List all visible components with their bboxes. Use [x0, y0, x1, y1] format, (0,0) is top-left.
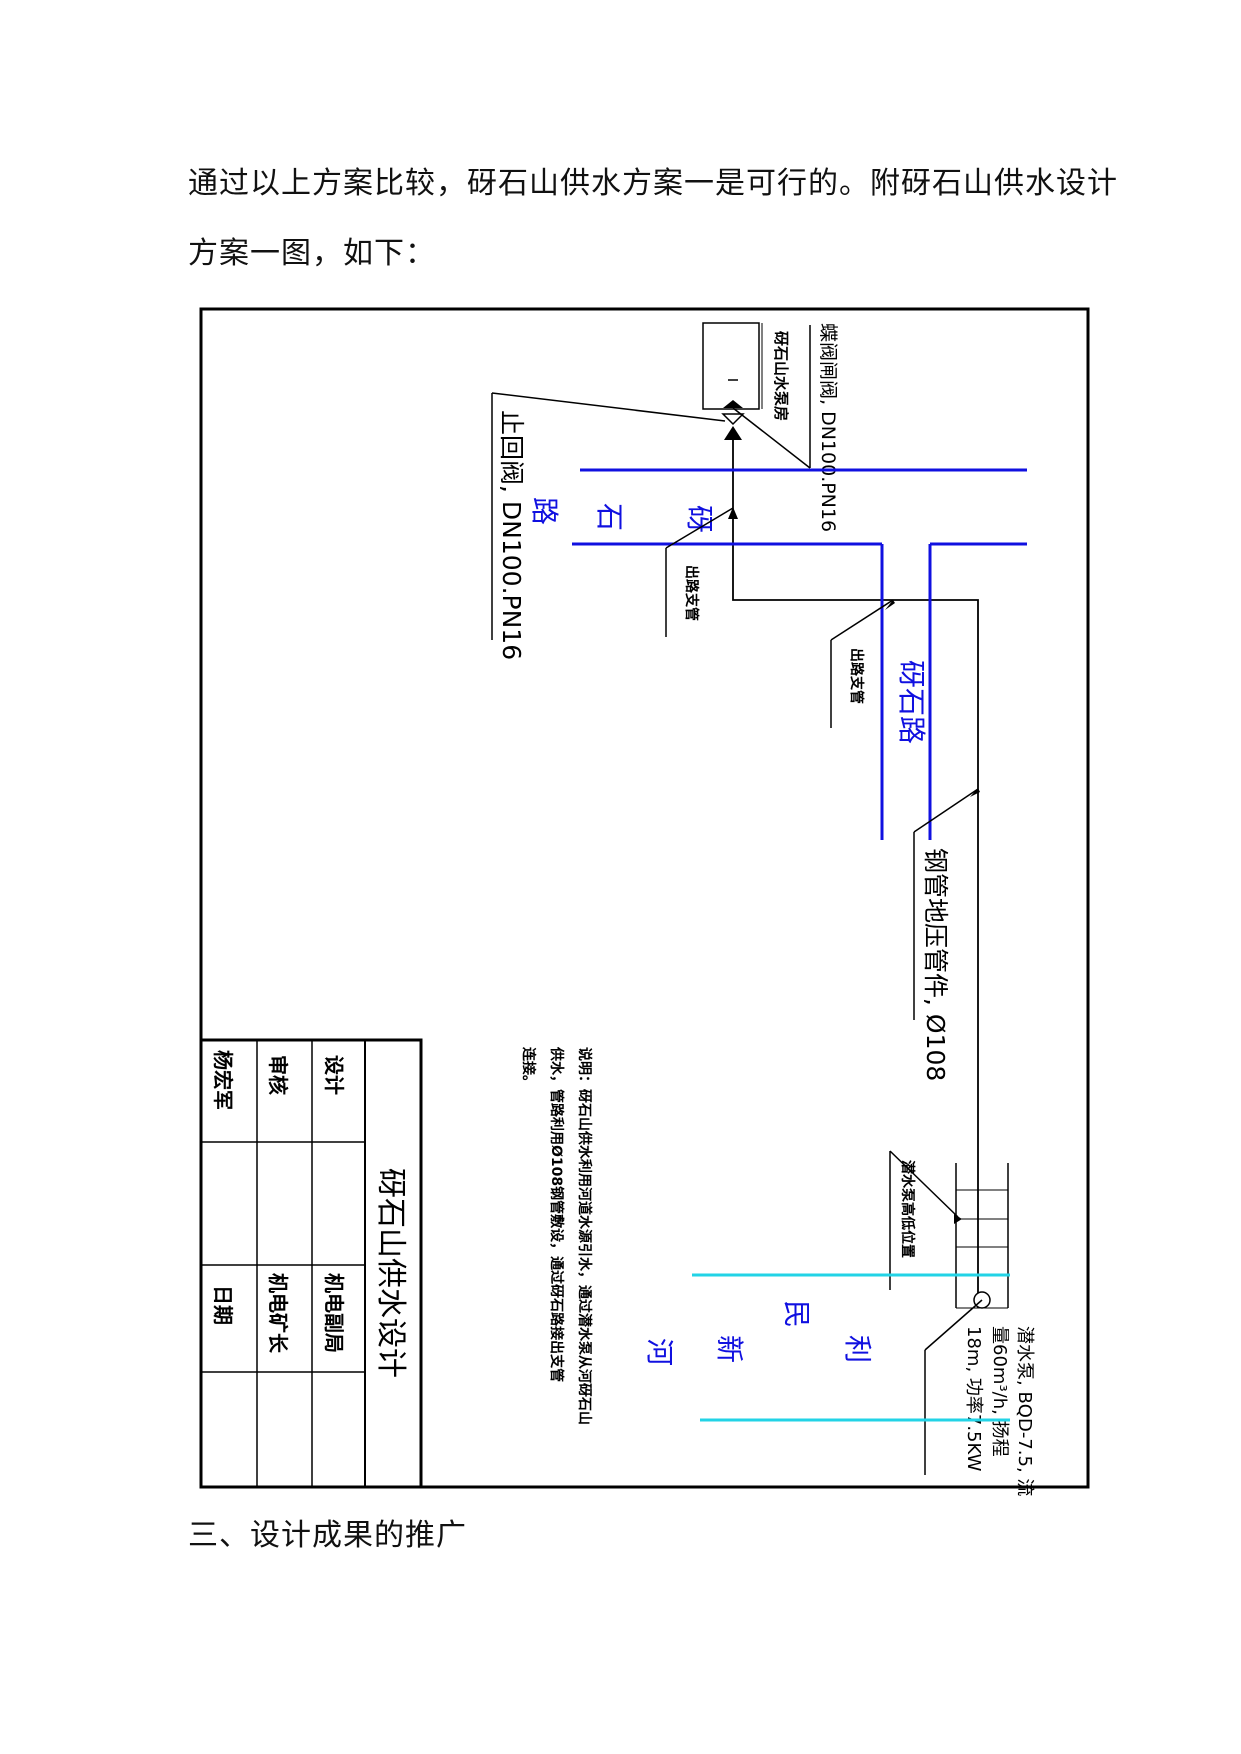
gate-valve-note: 蝶阀闸阀, DN100.PN16 [817, 323, 839, 532]
gate-valve-icon [723, 400, 743, 408]
road-top-char-2: 石 [593, 503, 626, 531]
pump-leader [924, 1299, 983, 1351]
title-block-review-label: 审核 [266, 1055, 290, 1095]
main-pipe-leader [913, 788, 979, 833]
pump-box-note: 潜水泵高低位置 [899, 1160, 916, 1258]
check-valve-note: 止回阀, DN100.PN16 [497, 410, 526, 660]
title-block: 砑石山供水设计 设计 审核 杨宏军 机电副局 机电矿长 日期 [199, 1038, 423, 1489]
branch-note-2: 出路支管 [848, 648, 865, 704]
pump-note-line-3: 18m, 功率7.5KW [963, 1326, 984, 1472]
title-block-design-name: 机电副局 [322, 1273, 346, 1353]
remark-line-1: 说明：砑石山供水利用河道水源引水，通过潜水泵从河砑石山 [576, 1047, 593, 1425]
pump-box-arrow [954, 1214, 962, 1224]
body-paragraph-line-1: 通过以上方案比较，砑石山供水方案一是可行的。附砑石山供水设计 [188, 166, 1118, 201]
title-block-drafter: 杨宏军 [211, 1050, 235, 1110]
section-heading: 三、设计成果的推广 [188, 1518, 467, 1553]
pump-house-label: 砑石山水泵房 [772, 331, 790, 421]
check-valve-icon [724, 426, 742, 440]
pump-house-box [702, 322, 760, 410]
remark-line-3: 连接。 [520, 1047, 537, 1089]
main-pipe-note: 钢管地压管件, Ø108 [921, 848, 950, 1081]
river-char-4: 河 [643, 1338, 676, 1366]
pump-box-leader [889, 1150, 959, 1218]
pipe-arrow-1 [728, 507, 738, 519]
check-valve-leader [491, 392, 726, 422]
river-char-1: 利 [841, 1335, 874, 1363]
branch-2-leader [830, 599, 894, 641]
title-block-frame [199, 1038, 423, 1489]
pump-note-line-2: 量60m³/h, 扬程 [989, 1326, 1010, 1457]
pipe-arrow-2 [885, 600, 895, 610]
branch-note-1: 出路支管 [683, 565, 700, 621]
road-top-char-3: 路 [528, 497, 561, 525]
gate-valve-leader [732, 407, 811, 469]
river-char-3: 新 [713, 1335, 746, 1363]
title-block-review-name: 机电矿长 [266, 1273, 290, 1354]
pump-note-line-1: 潜水泵, BQD-7.5, 流 [1014, 1326, 1035, 1496]
title-block-date-label: 日期 [211, 1285, 235, 1325]
title-block-title: 砑石山供水设计 [373, 1168, 408, 1378]
drawing-frame [199, 307, 1090, 1489]
river-char-2: 民 [780, 1300, 813, 1328]
valve-icon-lower [721, 413, 745, 426]
main-pipe [732, 440, 979, 1308]
body-paragraph-line-2: 方案一图，如下： [188, 236, 436, 271]
road-mid-label: 砑石路 [895, 660, 928, 744]
pipe-arrow-3 [970, 788, 980, 797]
title-block-design-label: 设计 [322, 1055, 346, 1095]
remark-line-2: 供水，管路利用Ø108钢管敷设，通过砑石路接出支管 [548, 1046, 565, 1382]
branch-1-leader [665, 507, 734, 549]
